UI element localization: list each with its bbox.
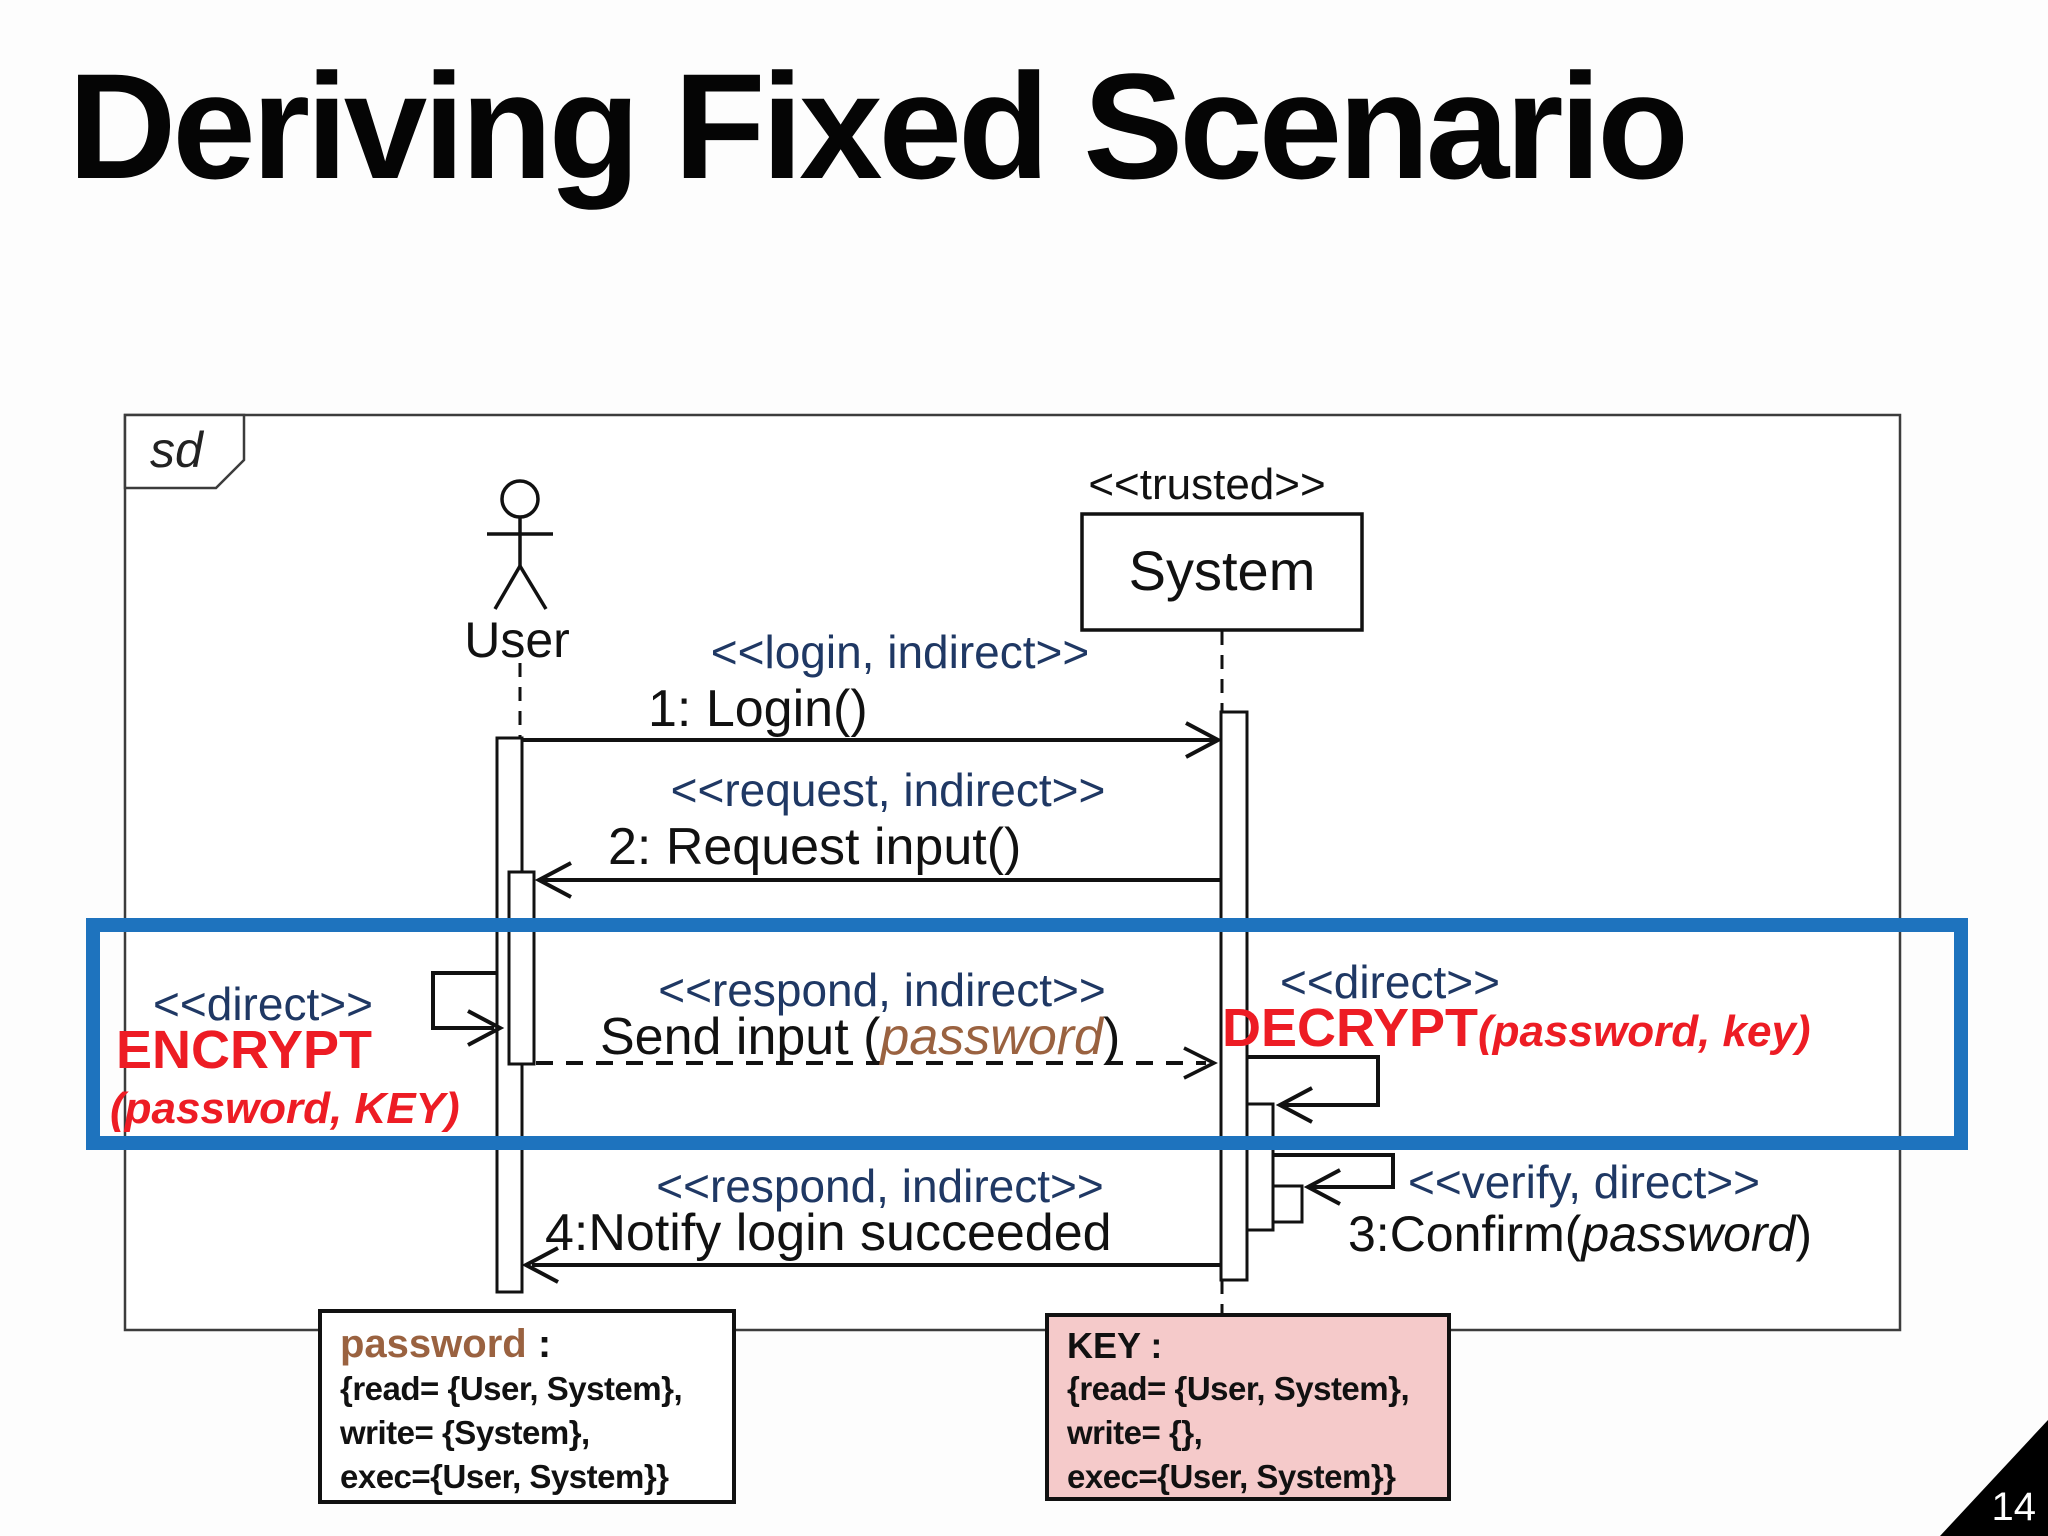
password-note-title-colon: : [526, 1322, 552, 1366]
arrowhead-notify [521, 1246, 559, 1284]
encrypt-operation: ENCRYPT [116, 1020, 373, 1080]
corner-triangle [1940, 1420, 2048, 1536]
arrowhead-verify [1303, 1168, 1341, 1206]
system-nested-activation-bar-1 [1245, 1102, 1275, 1232]
password-note-title: password : [340, 1321, 714, 1367]
send-label: Send input (password) [600, 1010, 1120, 1065]
password-note: password : {read= {User, System}, write=… [318, 1309, 736, 1504]
request-stereotype: <<request, indirect>> [670, 764, 1106, 816]
login-label: 1: Login() [648, 680, 868, 738]
key-note-title: KEY : [1067, 1325, 1163, 1366]
confirm-label-prefix: 3:Confirm( [1348, 1206, 1582, 1262]
send-label-prefix: Send input ( [600, 1008, 881, 1066]
user-actor-icon [487, 479, 553, 610]
encrypt-stereotype: <<direct>> [153, 978, 373, 1030]
confirm-label: 3:Confirm(password) [1348, 1208, 1812, 1261]
notify-label: 4:Notify login succeeded [545, 1204, 1112, 1262]
arrowhead-login [1185, 721, 1223, 759]
send-label-suffix: ) [1102, 1008, 1121, 1066]
password-note-line: {read= {User, System}, [340, 1370, 683, 1407]
confirm-label-argument: password [1581, 1206, 1796, 1262]
system-stereotype: <<trusted>> [1088, 460, 1326, 509]
arrowhead-request [534, 861, 572, 899]
decrypt-stereotype: <<direct>> [1280, 956, 1500, 1008]
key-note: KEY : {read= {User, System}, write= {}, … [1045, 1313, 1451, 1501]
sd-frame-pentagon [123, 413, 246, 490]
system-lifeline-label: System [1128, 539, 1316, 602]
password-note-title-word: password [340, 1322, 527, 1366]
system-object-box [1080, 512, 1364, 632]
send-stereotype: <<respond, indirect>> [658, 964, 1106, 1016]
decrypt-operation: DECRYPT [1222, 998, 1479, 1058]
key-note-line: exec={User, System}} [1067, 1458, 1396, 1495]
verify-self-call [1273, 1153, 1395, 1189]
system-nested-activation-bar-2 [1271, 1184, 1304, 1224]
login-stereotype: <<login, indirect>> [710, 626, 1090, 678]
lifeline-dashes [518, 631, 1224, 1316]
decrypt-arguments: (password, key) [1478, 1007, 1811, 1056]
key-note-line: write= {}, [1067, 1414, 1203, 1451]
encrypt-arguments: (password, KEY) [110, 1084, 460, 1133]
arrowhead-decrypt [1275, 1086, 1313, 1124]
sd-frame-label: sd [150, 422, 203, 478]
confirm-label-suffix: ) [1795, 1206, 1813, 1262]
activation-bars [495, 710, 1304, 1294]
message-arrows [431, 721, 1395, 1284]
user-lifeline-label: User [464, 612, 570, 668]
request-label: 2: Request input() [608, 818, 1022, 876]
arrowhead-encrypt [467, 1009, 505, 1047]
encrypt-self-call [431, 971, 497, 1030]
password-note-line: exec={User, System}} [340, 1458, 669, 1495]
send-label-argument: password [880, 1008, 1103, 1066]
sd-frame [123, 413, 1902, 1332]
page-number: 14 [1991, 1485, 2037, 1529]
notify-stereotype: <<respond, indirect>> [656, 1160, 1104, 1212]
verify-stereotype: <<verify, direct>> [1408, 1156, 1760, 1208]
arrowhead-send-input [1183, 1046, 1218, 1080]
page-title: Deriving Fixed Scenario [68, 42, 1689, 210]
user-nested-activation-bar [507, 870, 536, 1066]
key-note-line: {read= {User, System}, [1067, 1370, 1410, 1407]
decrypt-label: DECRYPT(password, key) [1222, 1000, 1811, 1057]
highlight-rectangle [86, 918, 1968, 1150]
system-activation-bar [1219, 710, 1249, 1282]
password-note-line: write= {System}, [340, 1414, 590, 1451]
decrypt-self-call [1247, 1055, 1380, 1107]
